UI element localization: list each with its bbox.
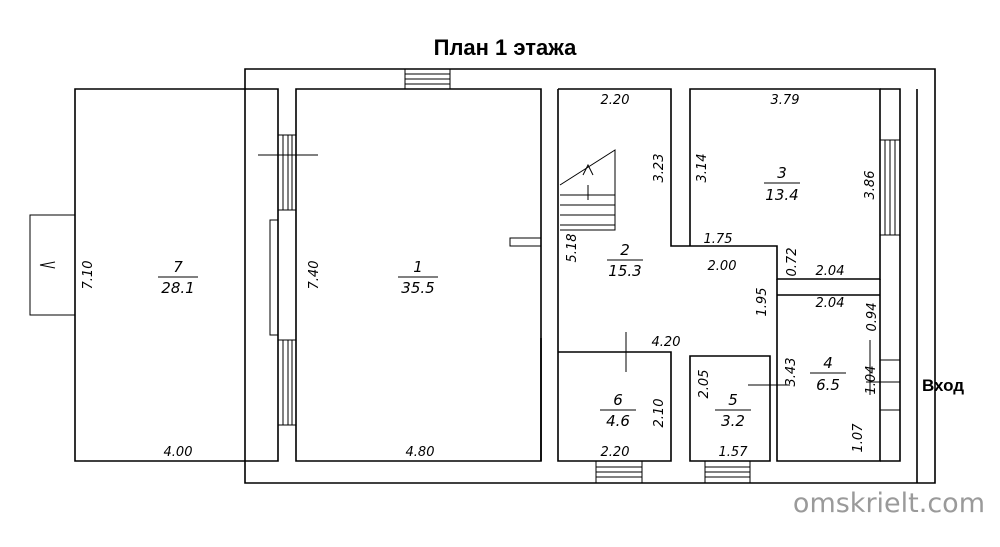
svg-text:3.14: 3.14 xyxy=(695,154,710,183)
svg-text:2.05: 2.05 xyxy=(697,370,712,399)
svg-text:2.04: 2.04 xyxy=(816,264,845,279)
room-labels: 7 28.1 1 35.5 2 15.3 3 13.4 4 6.5 5 3.2 xyxy=(158,164,846,430)
svg-text:1.95: 1.95 xyxy=(755,288,770,317)
svg-text:0.72: 0.72 xyxy=(785,248,800,277)
svg-text:3.79: 3.79 xyxy=(771,93,800,108)
svg-text:2.04: 2.04 xyxy=(816,296,845,311)
svg-text:3.23: 3.23 xyxy=(652,154,667,183)
room-5: 5 3.2 xyxy=(715,391,751,430)
svg-text:6: 6 xyxy=(613,391,623,409)
svg-text:1.57: 1.57 xyxy=(719,445,749,460)
svg-text:1.07: 1.07 xyxy=(851,423,866,453)
doors xyxy=(258,154,900,411)
svg-text:4.00: 4.00 xyxy=(164,445,193,460)
svg-text:5: 5 xyxy=(728,391,738,409)
room-3: 3 13.4 xyxy=(764,164,800,204)
svg-text:3.86: 3.86 xyxy=(863,171,878,200)
watermark: omskrielt.com xyxy=(793,488,985,519)
svg-text:4.20: 4.20 xyxy=(652,335,681,350)
svg-text:2: 2 xyxy=(620,241,630,259)
room-6: 6 4.6 xyxy=(600,391,636,430)
windows xyxy=(29,69,900,483)
outer-walls xyxy=(74,68,936,484)
room-7: 7 28.1 xyxy=(158,258,198,297)
svg-text:7: 7 xyxy=(173,258,183,276)
staircase xyxy=(559,149,616,231)
room-4: 4 6.5 xyxy=(810,354,846,394)
svg-text:13.4: 13.4 xyxy=(765,186,798,204)
svg-text:7.10: 7.10 xyxy=(81,261,96,290)
svg-text:3.43: 3.43 xyxy=(784,358,799,387)
svg-text:2.00: 2.00 xyxy=(708,259,737,274)
svg-text:2.20: 2.20 xyxy=(601,93,630,108)
svg-text:4.80: 4.80 xyxy=(406,445,435,460)
svg-text:15.3: 15.3 xyxy=(608,262,641,280)
svg-text:4: 4 xyxy=(823,354,833,372)
room-1: 1 35.5 xyxy=(398,258,438,297)
svg-text:3.2: 3.2 xyxy=(721,412,745,430)
dimension-labels: 7.10 4.00 7.40 4.80 2.20 3.23 5.18 1.75 … xyxy=(81,93,880,460)
svg-text:2.10: 2.10 xyxy=(652,399,667,428)
svg-text:2.20: 2.20 xyxy=(601,445,630,460)
svg-text:4.6: 4.6 xyxy=(606,412,630,430)
svg-text:7.40: 7.40 xyxy=(307,261,322,290)
entry-label: Вход xyxy=(922,376,964,395)
plan-title: План 1 этажа xyxy=(434,35,578,60)
svg-text:0.94: 0.94 xyxy=(865,303,880,332)
svg-text:5.18: 5.18 xyxy=(565,234,580,263)
room-2: 2 15.3 xyxy=(607,241,643,280)
svg-text:6.5: 6.5 xyxy=(816,376,840,394)
svg-text:3: 3 xyxy=(777,164,787,182)
svg-text:28.1: 28.1 xyxy=(161,279,194,297)
svg-text:35.5: 35.5 xyxy=(401,279,434,297)
svg-text:1.04: 1.04 xyxy=(864,366,879,395)
svg-text:1.75: 1.75 xyxy=(704,232,733,247)
svg-text:1: 1 xyxy=(413,258,423,276)
